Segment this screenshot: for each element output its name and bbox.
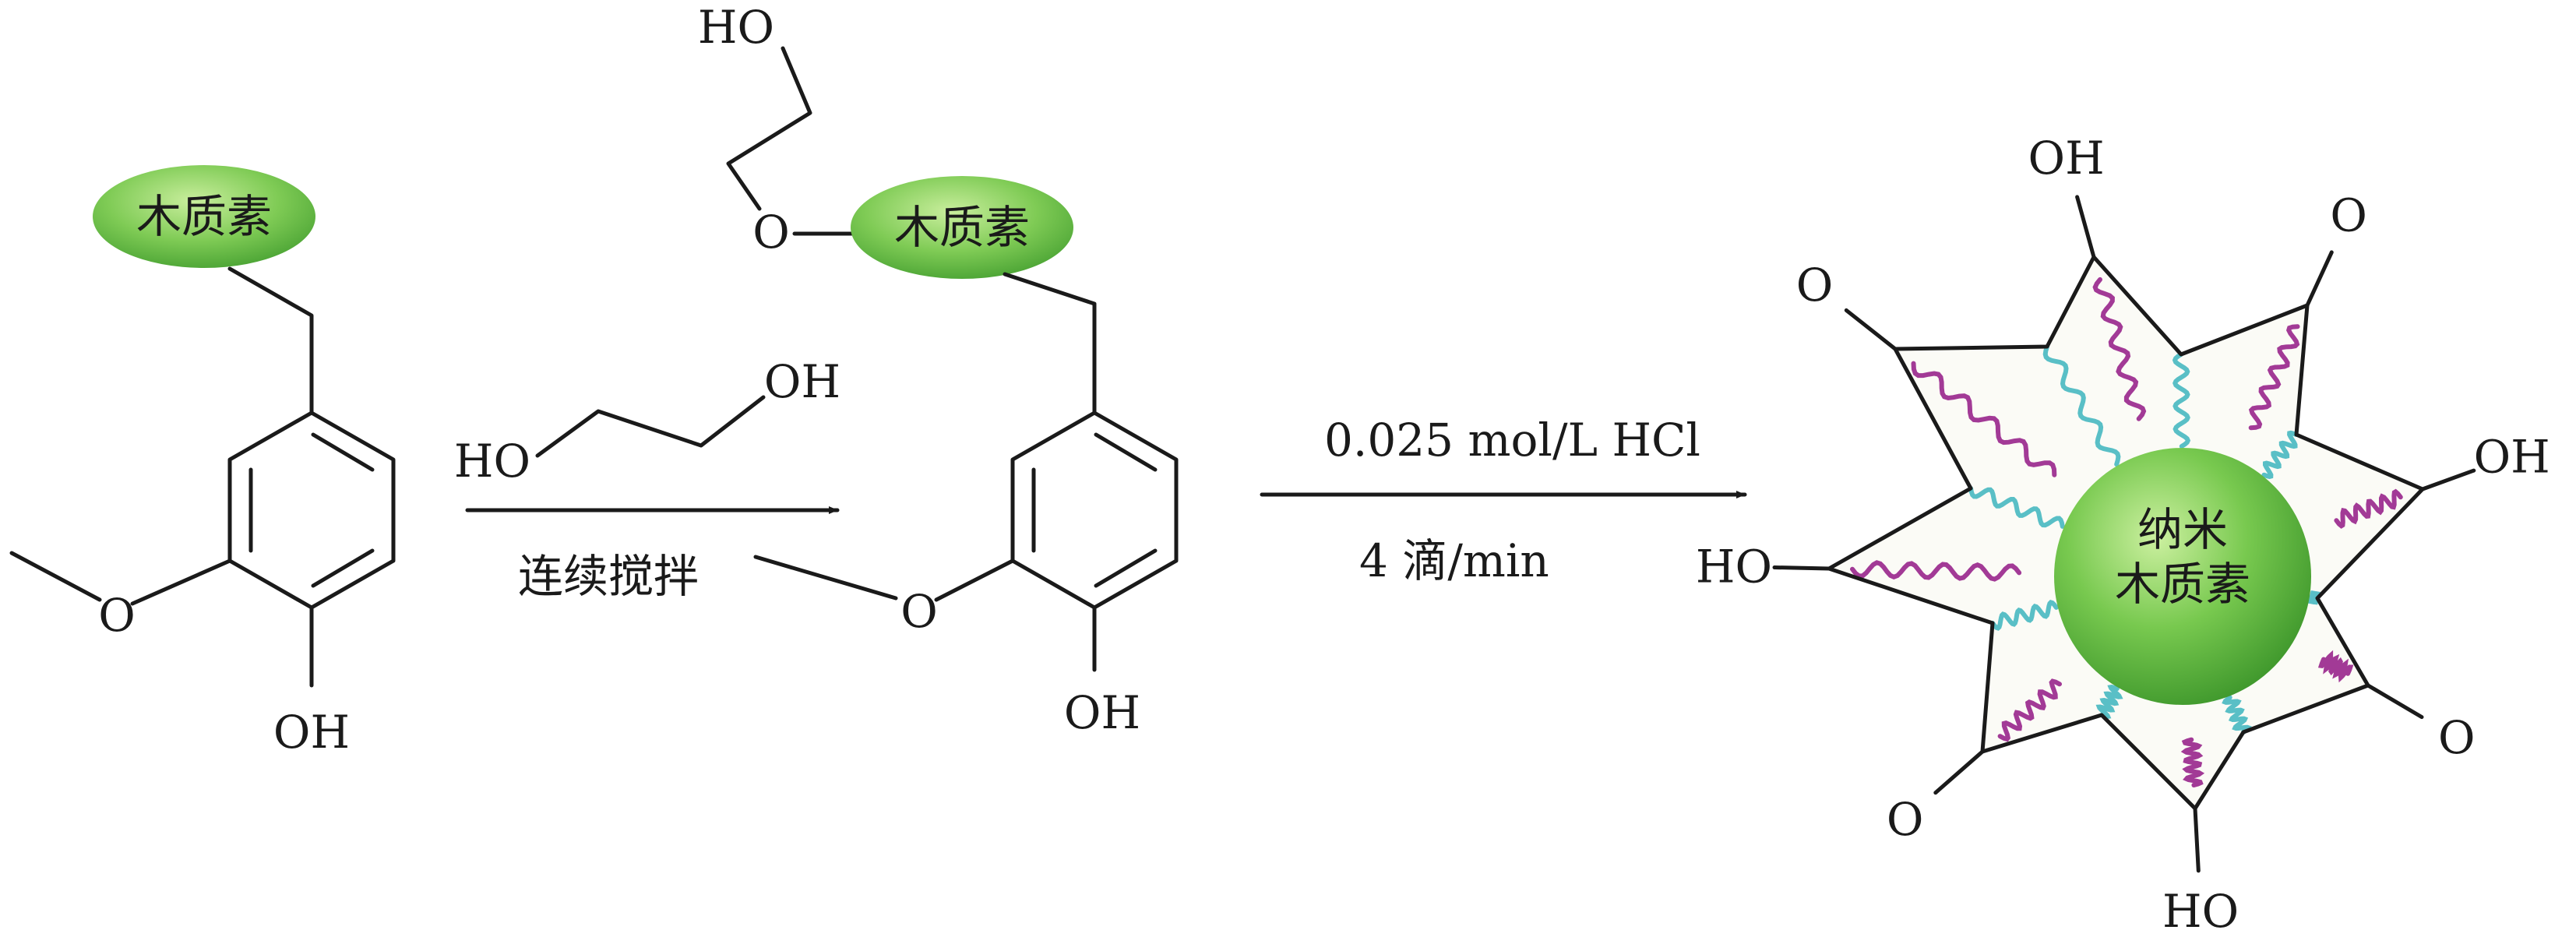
purple-ligand-wave [2317,650,2354,683]
lignin-ellipse-2 [851,176,1073,279]
core-label-line1: 纳米 [2137,503,2228,556]
mol2-o-ether-label: O [752,206,790,259]
cyan-ligand-wave [1968,486,2065,529]
reagent-chain [535,395,766,458]
double-bond [311,548,375,588]
lignin-label-1: 木质素 [136,190,272,243]
cyan-ligand-wave [2172,352,2191,449]
step2-condition-top: 0.025 mol/L HCl [1324,414,1700,467]
terminal-group-label: HO [2162,885,2239,933]
purple-ligand-wave [2180,737,2205,787]
reagent-ethylene-glycol: HO OH [454,355,840,488]
terminal-bond [1844,308,1898,351]
purple-ligand-wave [1997,678,2062,742]
double-bond [1094,432,1158,472]
reaction-arrow-2: 0.025 mol/L HCl 4 滴/min [1260,414,1747,587]
methoxy-bond [130,558,232,606]
terminal-group-label: O [2330,189,2367,242]
reaction-arrow-1: 连续搅拌 [465,506,840,603]
terminal-group-label: HO [1696,540,1772,593]
mol2-aryl-o-bond [934,558,1015,602]
lignin-label-2: 木质素 [894,201,1030,254]
double-bond [311,432,375,472]
mol2-oh-label: OH [1064,686,1140,739]
molecule-modified-lignin: HO O 木质素 OH O [698,1,1179,739]
purple-ligand-wave [2092,277,2147,421]
cyan-ligand-wave [2095,685,2123,720]
terminal-group-label: O [2438,711,2476,764]
cyan-ligand-wave [2261,430,2299,479]
methyl-bond [9,551,102,602]
terminal-bond [2305,250,2334,308]
lignin-ellipse-1 [93,165,315,268]
terminal-group-label: O [1887,793,1924,846]
purple-ligand-wave [1850,560,2022,582]
terminal-group-label: OH [2028,132,2105,185]
mol2-ether-chain [726,46,812,211]
core-label-line2: 木质素 [2115,558,2250,611]
cyan-ligand-wave [2222,695,2252,734]
terminal-bond [2420,468,2476,491]
terminal-bond [2366,683,2424,720]
step1-condition: 连续搅拌 [518,550,699,603]
ligand-waves [1850,277,2403,787]
mol2-side-chain [1003,272,1097,415]
mol2-ho-label: HO [698,1,774,54]
benzene-ring-2 [1010,410,1179,610]
reagent-ho-label: HO [454,435,530,488]
reagent-oh-label: OH [764,355,840,408]
terminal-bond [1933,749,1985,795]
side-chain [227,266,314,415]
terminal-bond [1772,565,1831,571]
terminal-bond [2075,195,2096,259]
terminal-group-label: O [1796,259,1834,312]
nano-lignin-core [2054,448,2311,705]
mol2-o-aryl-label: O [900,585,938,638]
cyan-ligand-wave [2042,344,2121,467]
terminal-bond [2193,806,2201,873]
o-label: O [98,589,136,642]
cyan-ligand-wave [2308,590,2321,605]
terminal-group-label: OH [2474,430,2550,483]
step2-condition-bottom: 4 滴/min [1359,534,1549,587]
purple-ligand-wave [2334,488,2403,529]
oh-label: OH [273,706,350,759]
benzene-ring-1 [227,410,396,610]
purple-ligand-wave [2248,324,2300,431]
molecule-guaiacyl-lignin: 木质素 OH O [9,165,396,759]
double-bond [1094,548,1158,588]
purple-ligand-wave [1911,361,2057,477]
mol2-aryl-chain [753,555,898,601]
cyan-ligand-wave [1990,600,2059,631]
